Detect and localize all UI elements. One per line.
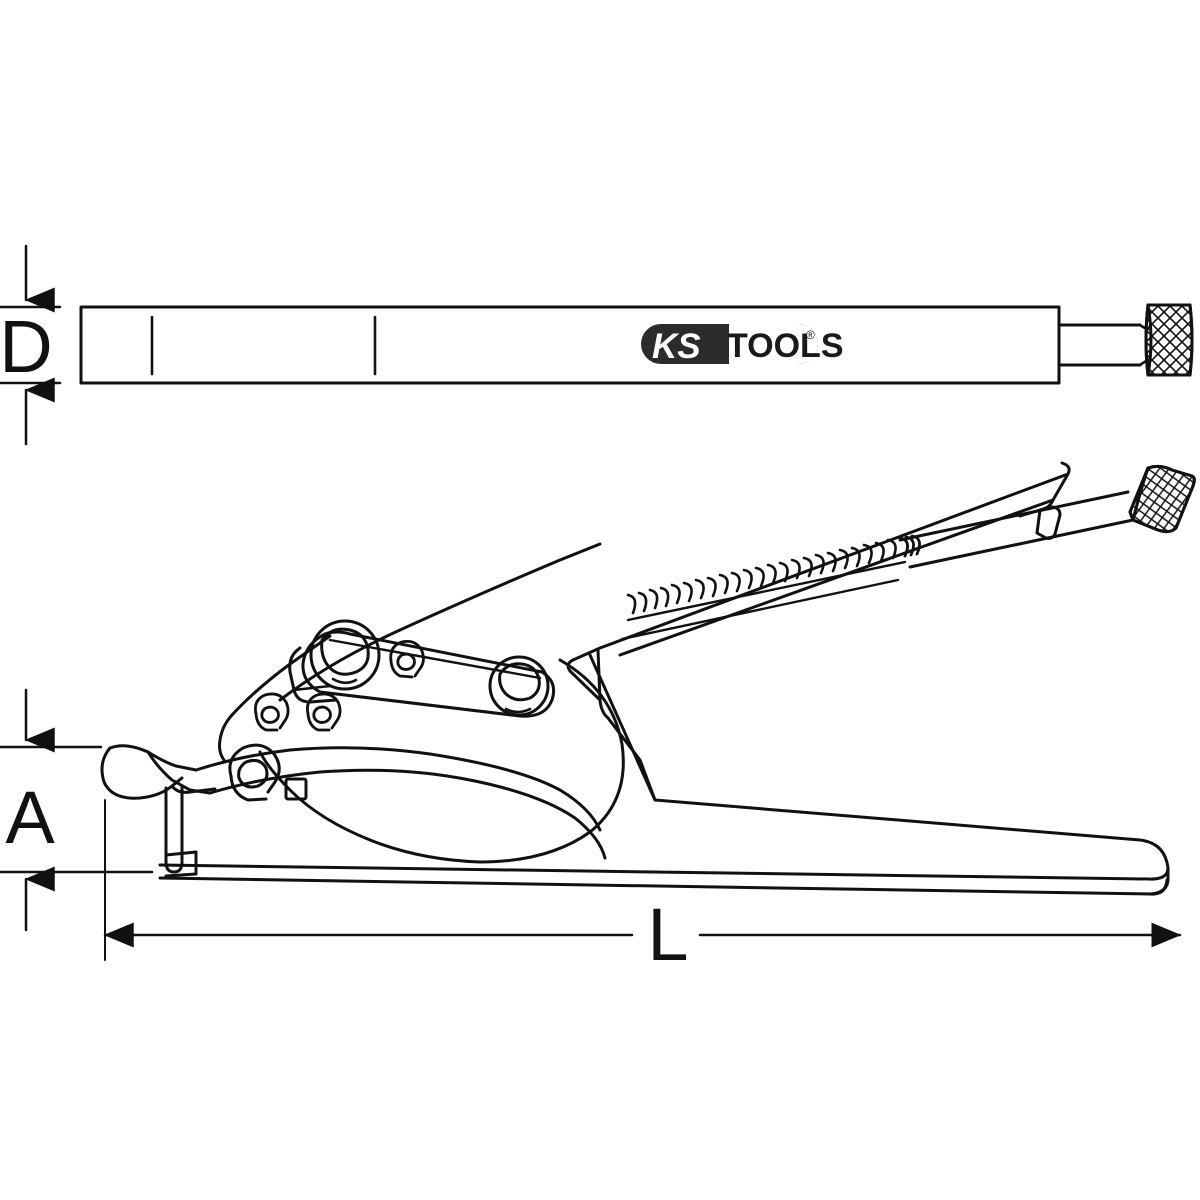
- lower-handle-inner-line: [158, 863, 1170, 881]
- upper-handle-top-edge: [571, 461, 1071, 662]
- body-top-curve-inner: [208, 768, 607, 860]
- pliers-body: [194, 542, 657, 864]
- lower-lever: [164, 784, 198, 878]
- circlip-jaw-pivot: [228, 743, 281, 802]
- link-plate-outline: [301, 630, 556, 718]
- dimension-a-label: A: [5, 776, 55, 859]
- rivet-left-clip-gap: [331, 677, 358, 685]
- bar-knurled-knob: [1138, 303, 1194, 377]
- body-upper-arm: [278, 542, 602, 702]
- lever-bottom-cap: [164, 860, 184, 874]
- serrated-rack: [620, 560, 907, 641]
- logo-pill-right: [729, 324, 818, 364]
- circlip-lower-left: [254, 692, 290, 732]
- fixed-jaw-nose: [100, 744, 217, 800]
- knob-near-edge: [1131, 466, 1150, 522]
- screw-shaft-top: [898, 490, 1130, 542]
- dimension-d-group: [0, 244, 62, 446]
- lower-handle-outline: [158, 653, 1170, 896]
- spring-end-band: [898, 534, 921, 558]
- upper-handle-inner-edge: [618, 472, 1070, 657]
- body-top-curve: [194, 746, 602, 832]
- square-marking: [284, 777, 308, 801]
- link-plate-inner-top: [328, 638, 542, 680]
- logo-text-ks: KS: [652, 327, 701, 366]
- body-to-lower-handle: [606, 716, 657, 802]
- screw-collar: [1035, 505, 1062, 540]
- secondary-link-line: [292, 684, 332, 692]
- screw-knurled-knob: [1128, 464, 1196, 534]
- body-junction: [218, 713, 234, 762]
- knob-end-curve: [1146, 303, 1153, 377]
- rivet-left-inner: [320, 627, 370, 676]
- ks-tools-logo-text: KS TOOLS ®: [652, 327, 844, 366]
- lower-handle: [158, 653, 1170, 896]
- jaw-outer-profile: [100, 746, 184, 800]
- dimension-l-label: L: [647, 893, 688, 976]
- rivet-pivot-large-left: [309, 619, 381, 691]
- bar-body: [79, 305, 1061, 385]
- top-view-bar: [79, 303, 1194, 385]
- side-view-pliers: [100, 461, 1196, 896]
- body-main-arc-left: [258, 750, 372, 842]
- adjusting-screw-assembly: [898, 464, 1196, 569]
- secondary-link: [288, 646, 338, 704]
- circlip-upper-center: [389, 640, 425, 679]
- jaw-bottom-rib: [170, 784, 217, 794]
- logo-text-tools: TOOLS: [727, 327, 844, 365]
- rivet-right-clip-gap: [504, 707, 532, 714]
- body-main-arc: [368, 658, 625, 864]
- lower-handle-tip: [1148, 878, 1169, 896]
- dimension-l-group: [103, 799, 1182, 961]
- link-plate-inner-bottom: [318, 690, 522, 718]
- dimension-a-group: [0, 688, 154, 932]
- upper-handle: [566, 461, 1071, 702]
- circlip-lower-right: [306, 692, 342, 732]
- dimension-d-label: D: [0, 305, 53, 388]
- lever-foot: [164, 850, 198, 878]
- screw-shaft-bottom: [908, 518, 1135, 569]
- logo-registered-mark: ®: [806, 328, 815, 342]
- rivet-pivot-large-right: [488, 655, 550, 717]
- jaw-rib: [146, 750, 212, 795]
- rivet-right-inner: [498, 662, 541, 702]
- ks-tools-logo: [641, 324, 818, 364]
- toggle-link-plate: [301, 630, 556, 718]
- body-to-upper-rail: [596, 648, 610, 720]
